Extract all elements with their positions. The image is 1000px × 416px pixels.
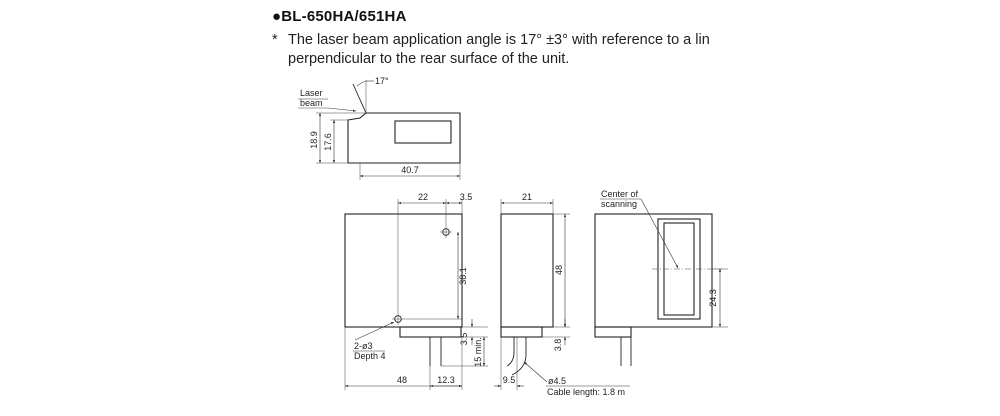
cable-diameter: ø4.5: [548, 376, 566, 386]
center-label-2: scanning: [601, 199, 637, 209]
laser-label-1: Laser: [300, 88, 323, 98]
note-line-1: The laser beam application angle is 17° …: [288, 32, 710, 48]
dim-24-3: 24.3: [708, 289, 718, 307]
right-view-body: [594, 213, 713, 328]
dim-48-vertical: 48: [554, 265, 564, 275]
dim-22: 22: [418, 192, 428, 202]
dim-48: 48: [397, 375, 407, 385]
page-title: ●BL-650HA/651HA: [272, 8, 407, 25]
laser-label-2: beam: [300, 98, 323, 108]
cable-length: Cable length: 1.8 m: [547, 387, 625, 397]
angle-label: 17°: [375, 76, 389, 86]
center-label-1: Center of: [601, 189, 639, 199]
dim-12-3: 12.3: [437, 375, 455, 385]
cable-right-edge: [511, 337, 527, 376]
laser-beam-line: [352, 83, 367, 114]
front-view-connector: [399, 326, 462, 338]
dim-38-1: 38.1: [458, 267, 468, 285]
dim-17-6: 17.6: [323, 133, 333, 151]
side-view-window: [394, 120, 452, 144]
dim-18-9: 18.9: [309, 131, 319, 149]
note-line-2: perpendicular to the rear surface of the…: [288, 51, 570, 67]
dim-3-8: 3.8: [553, 339, 563, 352]
middle-view: 21 48 3.8 9.5 ø4.5 Cable length: 1.8 m: [494, 192, 630, 397]
angle-arc: [356, 80, 367, 87]
dim-3-5-top: 3.5: [460, 192, 473, 202]
dim-9-5: 9.5: [503, 375, 516, 385]
dim-15-min: 15 min.: [473, 337, 483, 367]
dim-3-5-bottom: 3.5: [459, 333, 469, 346]
middle-view-body: [500, 213, 554, 328]
cable-left-edge: [506, 337, 515, 367]
middle-view-connector: [500, 326, 543, 338]
right-view-connector: [594, 326, 632, 338]
front-view-body: [344, 213, 463, 328]
dim-40-7: 40.7: [401, 165, 419, 175]
holes-label-1: 2-ø3: [354, 341, 373, 351]
front-view: 22 3.5 38.1 3.5 15 min. 2-ø3 Depth 4 48 …: [344, 192, 488, 390]
holes-label-2: Depth 4: [354, 351, 386, 361]
dim-21: 21: [522, 192, 532, 202]
side-view: 17° Laser beam 18.9 17.6 40.7: [298, 76, 461, 180]
note-bullet: *: [272, 32, 278, 48]
right-view: Center of scanning 24.3: [594, 189, 728, 366]
